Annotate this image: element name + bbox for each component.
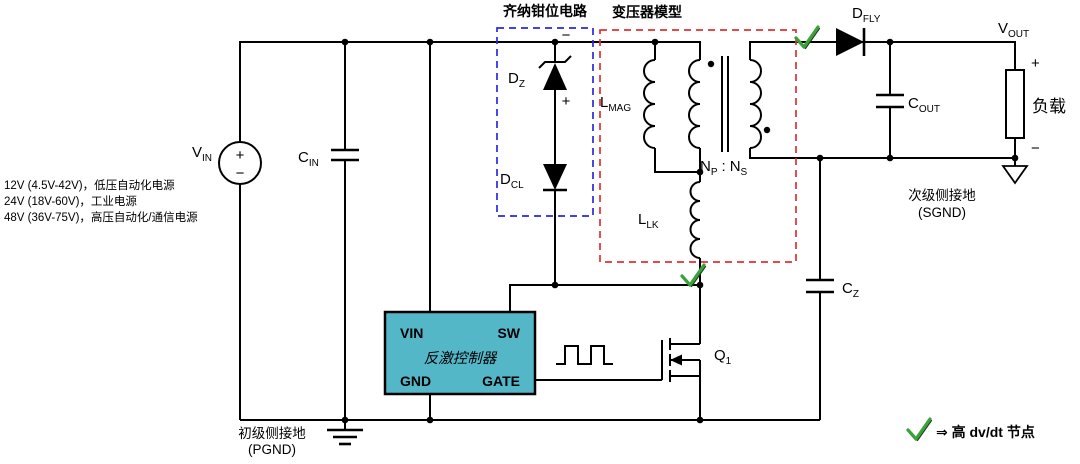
vin-source: + −	[218, 141, 262, 185]
cin-label: CIN	[298, 149, 319, 169]
cz-label: CZ	[842, 280, 859, 300]
check-icon	[680, 263, 706, 287]
pgnd-ground	[327, 428, 363, 446]
load-label: 负载	[1032, 97, 1066, 116]
zener-clamp-title: 齐纳钳位电路	[503, 3, 588, 19]
secondary-winding	[749, 59, 771, 149]
note-line-3: 48V (36V-75V)，高压自动化/通信电源	[4, 210, 198, 224]
note-line-1: 12V (4.5V-42V)，低压自动化电源	[4, 178, 175, 192]
zener-diode-dz	[538, 55, 572, 90]
legend-text: ⇒ 高 dv/dt 节点	[936, 424, 1035, 440]
junction-dots	[341, 38, 1019, 424]
lmag-label: LMAG	[600, 94, 631, 114]
wires	[239, 41, 1016, 430]
sgnd-label-line1: 次级侧接地	[908, 187, 976, 203]
transformer-core	[721, 56, 729, 152]
controller-pin-gnd: GND	[400, 373, 431, 389]
flyback-diode-dfly	[836, 28, 866, 56]
cout-label: COUT	[908, 95, 940, 115]
controller-pin-vin: VIN	[400, 325, 423, 341]
cz-capacitor	[806, 278, 834, 294]
controller-title: 反激控制器	[424, 350, 498, 367]
vin-minus-sign: −	[236, 165, 245, 182]
vout-label: VOUT	[998, 20, 1029, 40]
flyback-controller: VIN SW GND GATE 反激控制器	[383, 310, 537, 396]
leakage-inductor-llk	[689, 181, 701, 259]
primary-winding	[688, 59, 715, 149]
magnetizing-inductor-lmag	[643, 59, 656, 149]
zener-clamp-box: 齐纳钳位电路	[496, 3, 594, 217]
controller-pin-sw: SW	[497, 325, 520, 341]
note-line-2: 24V (18V-60V)，工业电源	[4, 194, 137, 208]
vin-plus-sign: +	[236, 147, 245, 164]
input-voltage-notes: 12V (4.5V-42V)，低压自动化电源 24V (18V-60V)，工业电…	[4, 178, 198, 224]
turns-ratio-label: NP:NS	[700, 158, 748, 178]
dz-label: DZ	[508, 70, 525, 90]
load-resistor: + −	[1005, 55, 1040, 157]
high-dvdt-legend: ⇒ 高 dv/dt 节点	[906, 417, 1035, 442]
gate-pulse-icon	[556, 345, 613, 365]
load-plus-sign: +	[1031, 55, 1040, 72]
body-diode-arrow	[670, 354, 682, 366]
sgnd-label-line2: (SGND)	[918, 205, 966, 220]
phase-dot-primary	[707, 60, 715, 68]
dfly-label: DFLY	[852, 5, 881, 25]
clamp-minus-sign: −	[562, 27, 571, 44]
mosfet-q1	[661, 338, 701, 420]
transformer-box: 变压器模型	[599, 4, 797, 263]
check-icon	[906, 417, 932, 441]
high-dvdt-marker-switch-node	[680, 263, 707, 288]
llk-label: LLK	[638, 211, 659, 231]
cin-capacitor	[331, 148, 359, 162]
q1-label: Q1	[714, 347, 732, 367]
check-icon	[794, 25, 820, 49]
transformer-title: 变压器模型	[612, 4, 682, 20]
clamp-diode-dcl	[543, 164, 567, 192]
clamp-plus-sign: +	[562, 93, 571, 110]
controller-pin-gate: GATE	[482, 373, 520, 389]
vin-label: VIN	[192, 144, 212, 164]
pgnd-label-line1: 初级侧接地	[238, 425, 306, 441]
phase-dot-secondary	[763, 126, 771, 134]
high-dvdt-marker-secondary	[794, 25, 821, 50]
sgnd-ground	[1001, 165, 1029, 185]
load-minus-sign: −	[1031, 140, 1040, 157]
cout-capacitor	[876, 93, 904, 109]
pgnd-label-line2: (PGND)	[248, 442, 296, 457]
dcl-label: DCL	[500, 171, 524, 191]
